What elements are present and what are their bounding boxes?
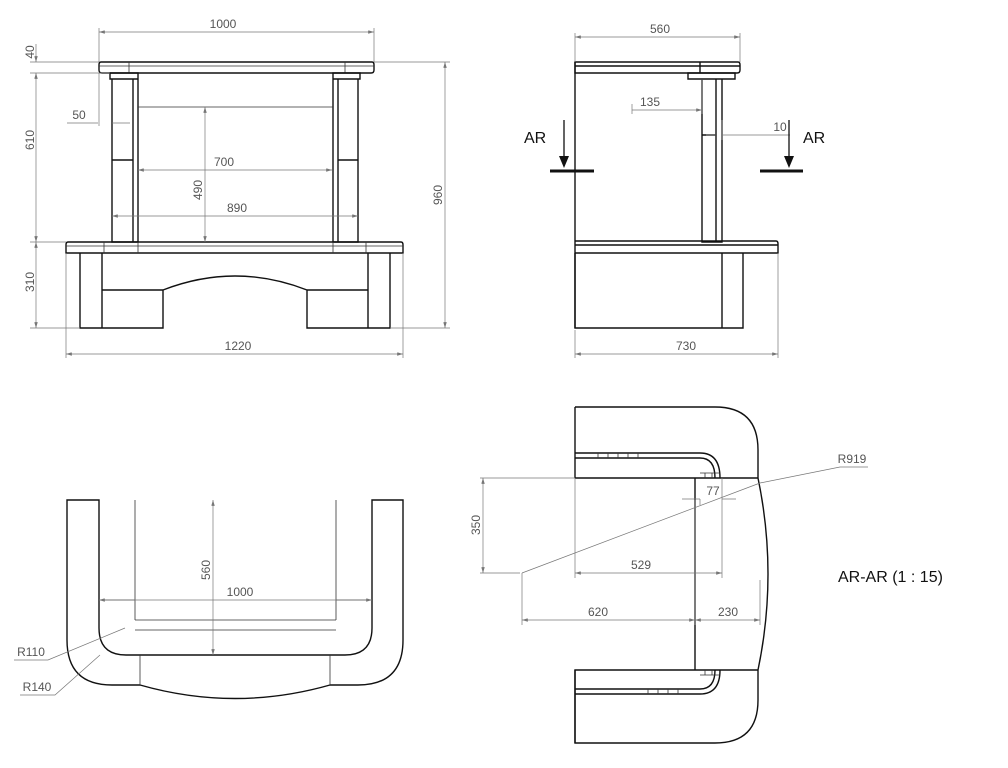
dim-radius-inner: R110 <box>17 645 45 659</box>
dim-width-top: 1000 <box>210 17 237 31</box>
dim-top-width: 1000 <box>227 585 254 599</box>
dim-base-depth: 730 <box>676 339 696 353</box>
base-slab-lines <box>66 242 403 253</box>
dim-depth-top: 560 <box>650 22 670 36</box>
left-pillar <box>109 72 139 243</box>
leader-r110 <box>14 627 126 661</box>
base-slab <box>65 241 404 254</box>
dim-section-offset: 620 <box>588 605 608 619</box>
top-outline <box>66 499 404 700</box>
dim-radius-outer: R140 <box>23 680 52 694</box>
dim-base-height: 310 <box>23 272 37 292</box>
dim-opening-width: 700 <box>214 155 234 169</box>
section-ext-lines <box>480 477 761 625</box>
side-view: 560 135 10 730 AR AR <box>524 22 825 358</box>
dim-offset: 50 <box>72 108 86 122</box>
dim-upper-height: 610 <box>23 130 37 150</box>
right-pillar <box>332 72 361 243</box>
dim-pillar-span: 890 <box>227 201 247 215</box>
dim-section-front: 230 <box>718 605 738 619</box>
leader-r919 <box>521 466 868 574</box>
section-arrowhead-right-icon <box>784 156 794 168</box>
side-ext-lines <box>574 33 779 358</box>
dim-pillar-offset: 135 <box>640 95 660 109</box>
dim-total-height: 960 <box>431 185 445 205</box>
section-outline <box>574 406 769 744</box>
dim-section-height: 350 <box>469 515 483 535</box>
dim-opening-height: 490 <box>191 180 205 200</box>
dim-section-edge: 77 <box>706 484 720 498</box>
section-marker-right-label: AR <box>803 130 825 147</box>
dim-section-radius: R919 <box>838 452 867 466</box>
section-arrowhead-left-icon <box>559 156 569 168</box>
dim-gap: 10 <box>773 120 787 134</box>
top-slab-lines <box>99 62 374 73</box>
side-base-body <box>574 253 744 329</box>
top-view: 560 1000 R110 R140 <box>14 499 404 700</box>
side-pillar <box>687 72 736 243</box>
dim-top-thickness: 40 <box>23 45 37 59</box>
section-hatch <box>597 453 720 694</box>
top-slab <box>98 61 375 74</box>
dim-section-inner: 529 <box>631 558 651 572</box>
section-inner-lines <box>574 407 721 743</box>
section-title: AR-AR (1 : 15) <box>838 569 943 586</box>
front-view: 1000 40 610 310 960 1220 50 700 490 890 <box>23 17 450 358</box>
dim-total-width: 1220 <box>225 339 252 353</box>
section-view: R919 350 529 620 230 77 AR-AR (1 : 15) <box>469 406 943 744</box>
section-marker-left-label: AR <box>524 130 546 147</box>
side-base-slab <box>575 240 779 254</box>
base-body <box>79 253 391 329</box>
ext-lines <box>30 28 450 358</box>
dim-top-depth: 560 <box>199 560 213 580</box>
side-top-slab <box>574 61 741 74</box>
leader-r140 <box>20 654 101 696</box>
